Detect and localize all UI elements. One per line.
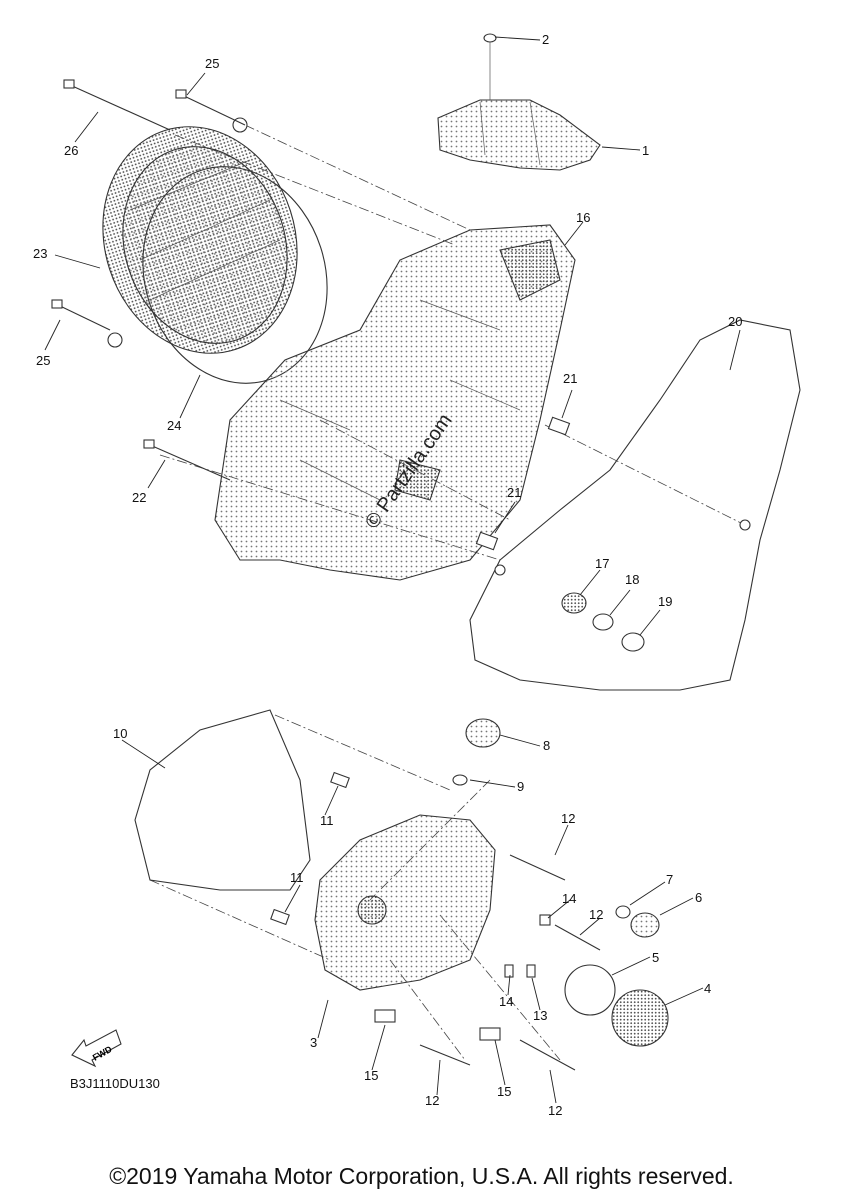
callout-numbers: 1 2 3 4 5 6 7 8 9 10 11 11 12 12 12 12 1… — [33, 32, 742, 1118]
callout-18: 18 — [625, 572, 639, 587]
callout-13: 13 — [533, 1008, 547, 1023]
callout-12-d: 12 — [548, 1103, 562, 1118]
part-10-gasket — [134, 709, 311, 891]
callout-16: 16 — [576, 210, 590, 225]
parts-8-9 — [452, 718, 501, 786]
leader-lines — [44, 36, 741, 1104]
part-1-cover-plate — [437, 99, 601, 171]
callout-15-a: 15 — [364, 1068, 378, 1083]
callout-26: 26 — [64, 143, 78, 158]
callout-12-b: 12 — [589, 907, 603, 922]
parts-12-14-15-fasteners — [374, 854, 601, 1071]
callout-23: 23 — [33, 246, 47, 261]
part-20-gasket — [469, 319, 801, 691]
callout-2: 2 — [542, 32, 549, 47]
callout-3: 3 — [310, 1035, 317, 1050]
callout-21-b: 21 — [507, 485, 521, 500]
part-3-lower-cover — [314, 814, 496, 991]
exploded-parts-diagram: FWD © Partzilla.com — [33, 32, 801, 1118]
diagram-code: B3J1110DU130 — [70, 1076, 160, 1091]
callout-14-b: 14 — [499, 994, 513, 1009]
callout-9: 9 — [517, 779, 524, 794]
part-16-crankcase-cover — [214, 224, 576, 581]
callout-12-c: 12 — [425, 1093, 439, 1108]
callout-25-top: 25 — [205, 56, 219, 71]
copyright-notice: ©2019 Yamaha Motor Corporation, U.S.A. A… — [109, 1163, 734, 1189]
callout-22: 22 — [132, 490, 146, 505]
callout-14-a: 14 — [562, 891, 576, 906]
part-23-clutch-cover — [102, 117, 298, 354]
callout-11-upper: 11 — [320, 813, 334, 828]
parts-11-dowels — [270, 771, 350, 926]
callout-19: 19 — [658, 594, 672, 609]
callout-5: 5 — [652, 950, 659, 965]
callout-1: 1 — [642, 143, 649, 158]
callout-11-lower: 11 — [290, 870, 304, 885]
callout-21-a: 21 — [563, 371, 577, 386]
callout-15-b: 15 — [497, 1084, 511, 1099]
callout-10: 10 — [113, 726, 127, 741]
parts-17-21-small — [475, 416, 645, 652]
callout-25-left: 25 — [36, 353, 50, 368]
callout-20: 20 — [728, 314, 742, 329]
bolts-left — [51, 79, 246, 481]
callout-12-a: 12 — [561, 811, 575, 826]
callout-17: 17 — [595, 556, 609, 571]
part-2-bolt — [483, 33, 497, 100]
callout-8: 8 — [543, 738, 550, 753]
fwd-arrow-icon: FWD — [71, 1029, 122, 1068]
callout-24: 24 — [167, 418, 181, 433]
callout-6: 6 — [695, 890, 702, 905]
parts-4-7-covers — [564, 905, 669, 1047]
callout-7: 7 — [666, 872, 673, 887]
callout-4: 4 — [704, 981, 711, 996]
